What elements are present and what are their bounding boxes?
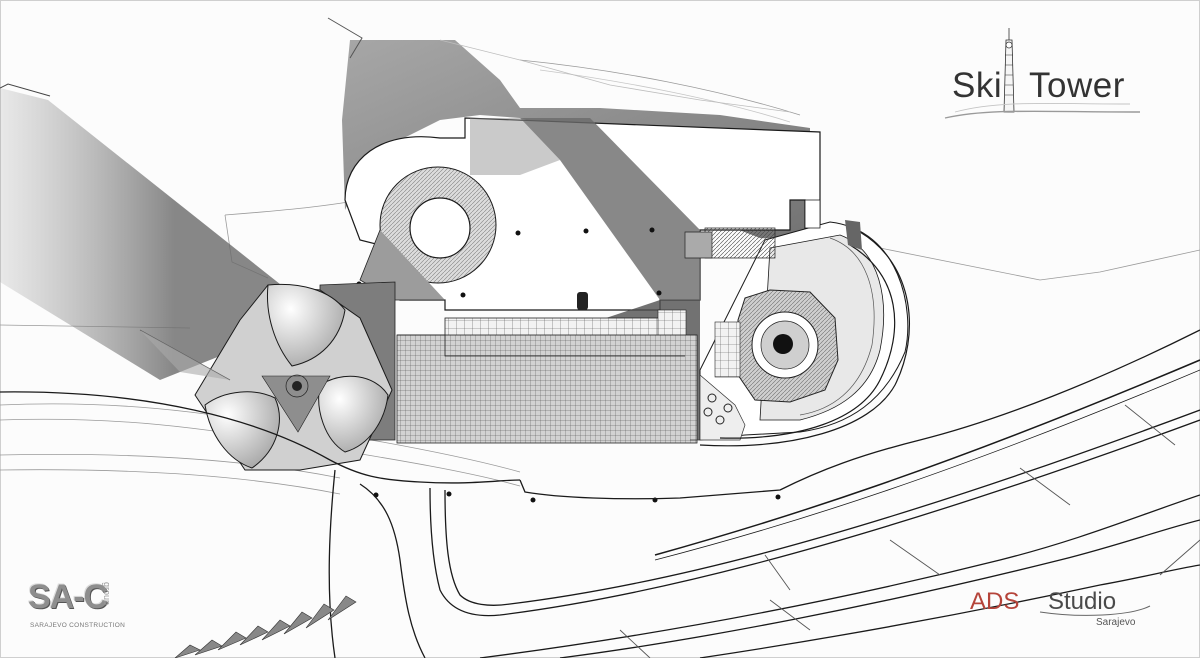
ads-logo-word-studio: Studio — [1048, 588, 1117, 615]
sac-logo-subtitle: SARAJEVO CONSTRUCTION — [30, 622, 126, 629]
parking-lines — [619, 404, 1200, 658]
parking-arrows — [174, 595, 357, 658]
logo-word-ski: Ski — [952, 66, 1003, 105]
terrace — [690, 374, 746, 441]
spiral-staircase — [359, 166, 497, 301]
ski-tower-logo-icon — [944, 28, 1141, 119]
walkway-outer — [719, 244, 896, 439]
car-symbol — [577, 292, 588, 310]
courtyard-shadow — [520, 118, 700, 300]
ads-studio-logo: ADS Studio Sarajevo — [970, 588, 1170, 638]
cafe-tables — [703, 393, 733, 425]
ski-tower-logo: Ski Tower — [952, 62, 1152, 122]
main-tile-plaza — [396, 334, 698, 444]
logo-word-tower: Tower — [1029, 66, 1125, 105]
sac-logo-tag: group — [102, 582, 112, 606]
round-tower — [684, 221, 909, 441]
tower-shadow-left — [0, 88, 290, 380]
ads-logo-word-ads: ADS — [970, 588, 1020, 615]
sac-logo-main: SA-C — [28, 578, 108, 616]
ads-logo-city: Sarajevo — [1096, 617, 1136, 628]
access-road — [0, 329, 1200, 658]
sac-group-logo: SA-C group SARAJEVO CONSTRUCTION — [28, 578, 138, 638]
ads-swoosh — [1039, 605, 1151, 616]
